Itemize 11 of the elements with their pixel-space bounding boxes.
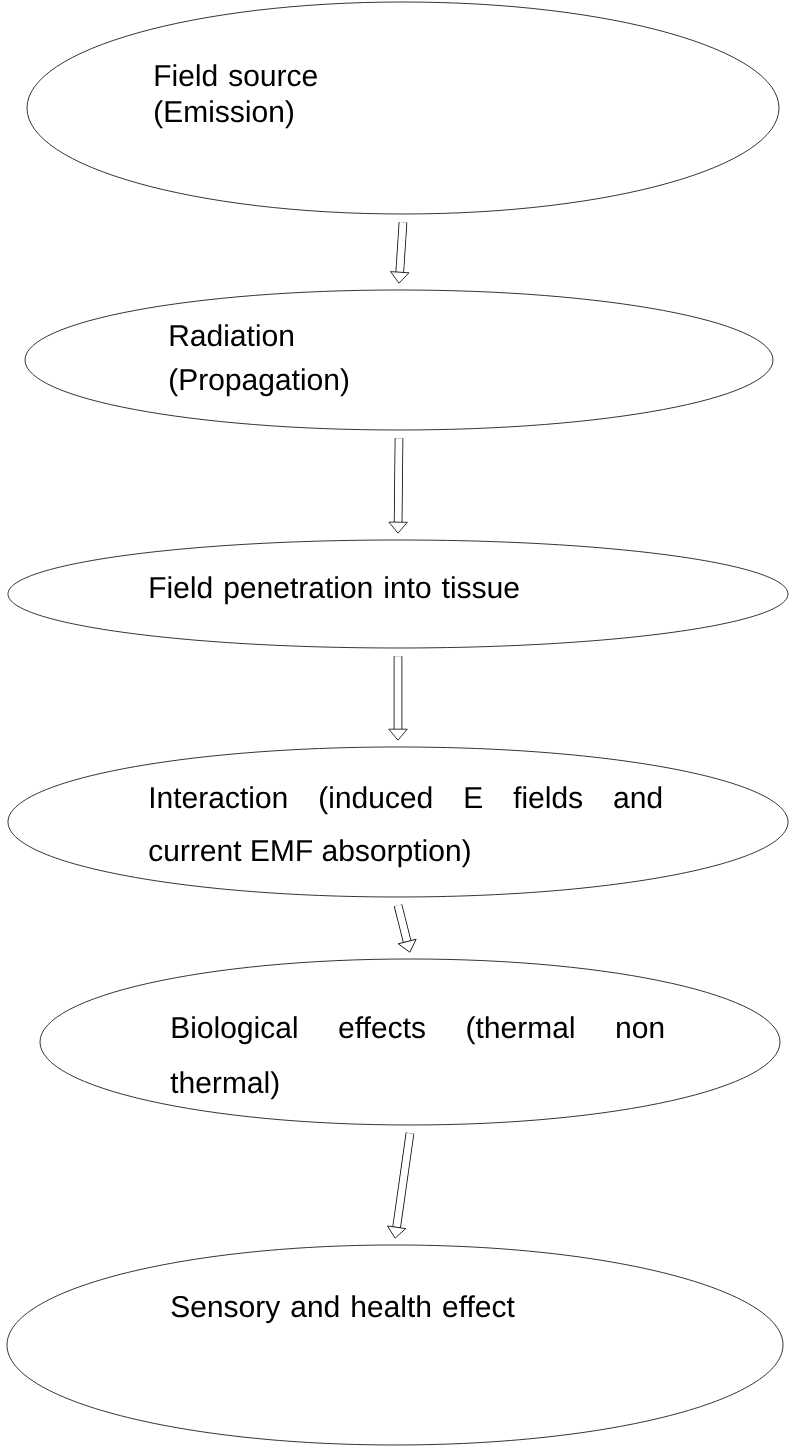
hollow-arrow [388,438,408,534]
ellipse-node: Interaction (induced E fields and current EMF absorption) [7,746,789,898]
ellipse-node: Field source (Emission) [26,1,780,215]
ellipse-node: Sensory and health effect [6,1244,784,1446]
ellipse-node: Field penetration into tissue [7,539,789,649]
ellipse-node: Biological effects (thermal non thermal) [39,958,781,1126]
hollow-arrow [393,904,417,953]
hollow-arrow [387,1132,415,1239]
hollow-arrow [388,656,408,741]
ellipse-node: Radiation (Propagation) [24,289,774,431]
hollow-arrow [390,221,410,284]
